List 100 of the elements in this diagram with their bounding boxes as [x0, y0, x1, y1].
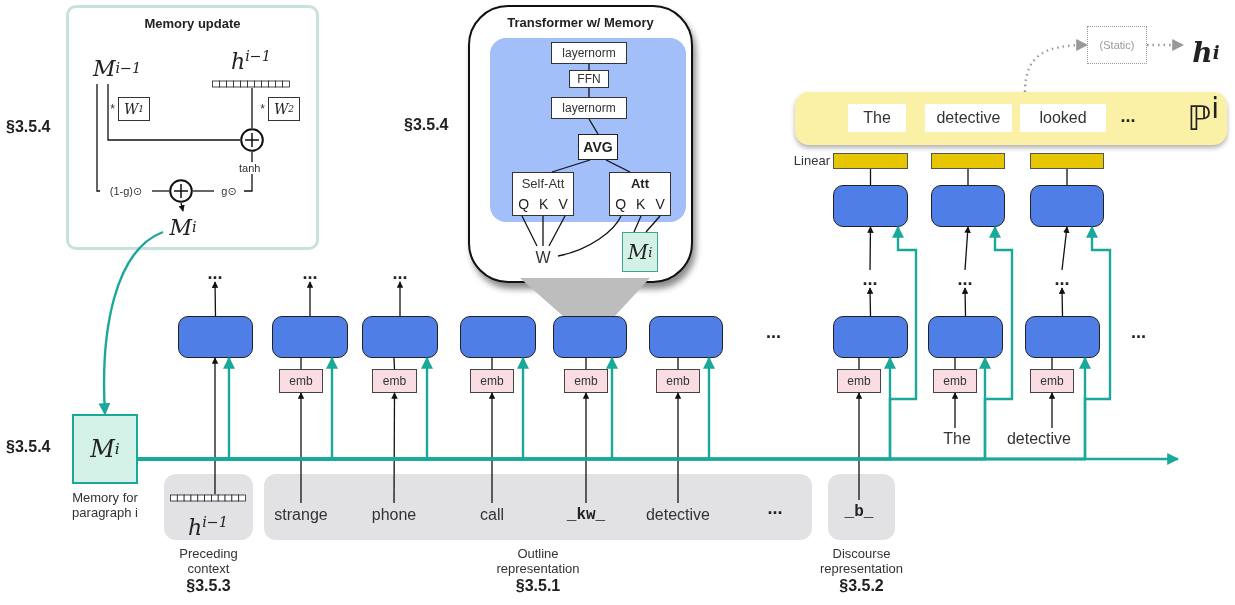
ellipsis: ...	[1110, 102, 1146, 130]
connector	[521, 215, 538, 247]
connector	[1066, 168, 1068, 186]
ellipsis: ...	[758, 498, 792, 518]
arrow	[1147, 39, 1185, 51]
layer-block	[553, 316, 627, 358]
token-label: _b_	[836, 500, 882, 524]
section-number: §3.5.4	[6, 118, 51, 136]
connector	[1051, 357, 1053, 370]
attention-box	[512, 172, 574, 216]
linear-bar	[1030, 153, 1104, 169]
connector	[542, 215, 544, 247]
panel	[66, 5, 319, 250]
linear-bar	[931, 153, 1005, 169]
layer-box: layernorm	[551, 42, 627, 64]
layer-block	[649, 316, 723, 358]
ellipsis: ...	[1131, 322, 1146, 343]
layer-block	[1025, 316, 1100, 358]
connector	[585, 357, 587, 370]
connector	[107, 83, 241, 141]
word-box: The	[848, 104, 906, 132]
operator-label: *	[110, 101, 115, 118]
word-label: call	[470, 503, 514, 527]
input-letter: Q	[518, 196, 530, 213]
box-title: Self-Att	[521, 175, 565, 191]
connector	[951, 392, 959, 429]
connector	[251, 87, 253, 129]
connector	[855, 392, 863, 501]
input-letter: V	[655, 196, 665, 213]
operator-label: *	[260, 101, 265, 118]
connector	[396, 281, 404, 317]
ellipsis: ...	[853, 270, 887, 288]
connector	[869, 168, 872, 186]
connector	[300, 357, 302, 370]
word-box: detective	[925, 104, 1012, 132]
connector	[582, 392, 590, 504]
connector	[297, 392, 305, 504]
embedding-box: emb	[372, 369, 417, 393]
connector	[633, 215, 642, 233]
ellipsis: ...	[948, 270, 982, 288]
panel-title: Transformer w/ Memory	[506, 15, 655, 30]
section-number: §3.5.4	[6, 438, 51, 456]
panel-title: Memory update	[143, 16, 242, 31]
embedding-box: emb	[933, 369, 977, 393]
math-symbol: M$^{i}$	[163, 211, 203, 243]
layer-block	[833, 185, 908, 227]
memory-box: M$^{i}$	[72, 414, 138, 484]
math-symbol: h$^{i−1}$	[230, 48, 272, 75]
connector	[961, 287, 969, 317]
connector	[548, 215, 566, 247]
connector	[557, 215, 622, 257]
connector	[1061, 226, 1070, 271]
connector	[588, 63, 590, 71]
layer-block	[1030, 185, 1104, 227]
connector	[393, 357, 396, 370]
node-label: Outline representation	[495, 546, 581, 576]
connector	[677, 357, 679, 370]
sum-circle	[169, 179, 193, 203]
arrow	[98, 230, 164, 416]
layer-block	[833, 316, 908, 358]
input-letter: K	[636, 196, 646, 213]
input-letter: Q	[615, 196, 627, 213]
connector	[491, 357, 493, 370]
edge-label: tanh	[238, 162, 262, 174]
connector	[588, 87, 590, 98]
connector	[551, 159, 591, 173]
connector	[645, 215, 661, 233]
token-label: _kw_	[558, 503, 614, 527]
connector	[488, 392, 496, 504]
dotted-box: (Static)	[1087, 26, 1147, 64]
connector	[151, 190, 170, 192]
box-title: Att	[630, 175, 649, 191]
connector	[1048, 392, 1056, 429]
linear-bar	[833, 153, 908, 169]
connector	[192, 190, 215, 192]
callout-panel	[468, 5, 693, 283]
side-label: Linear	[793, 153, 830, 169]
node-label: Preceding context	[178, 546, 239, 576]
connector	[866, 287, 874, 317]
embedding-box: emb	[564, 369, 608, 393]
ellipsis: ...	[383, 264, 417, 282]
input-letter: V	[558, 196, 568, 213]
sequence-panel	[795, 92, 1227, 145]
connector	[96, 83, 101, 192]
ellipsis: ...	[293, 264, 327, 282]
connector	[967, 168, 969, 186]
arrow	[1023, 39, 1089, 93]
sum-circle	[240, 128, 264, 152]
math-symbol: M$^{i−1}$	[86, 52, 148, 84]
math-symbol: ℙ$^{i}$	[1187, 92, 1219, 139]
word-box: looked	[1020, 104, 1106, 132]
word-label: phone	[365, 503, 423, 527]
connector	[867, 226, 874, 271]
connector	[954, 357, 956, 370]
connector	[1058, 287, 1066, 317]
connector	[858, 357, 860, 370]
section-number: §3.5.1	[515, 577, 561, 595]
embedding-box: emb	[656, 369, 700, 393]
layer-box: FFN	[569, 70, 609, 88]
word-label: detective	[640, 503, 716, 527]
